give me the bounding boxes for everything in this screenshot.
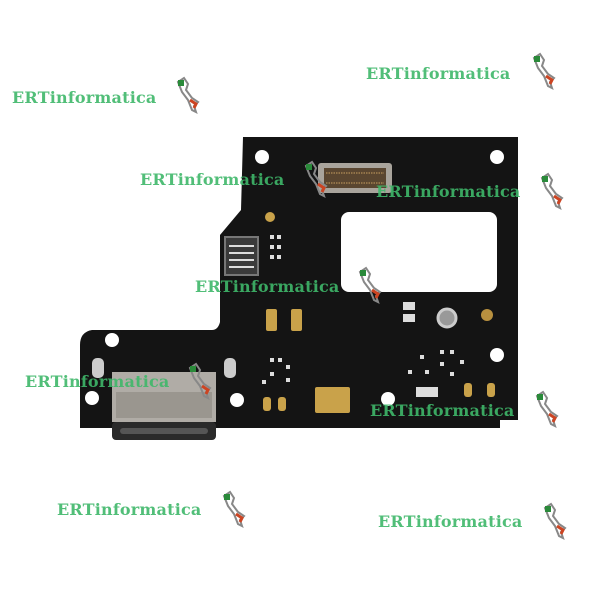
italy-flag-map-icon (543, 502, 567, 540)
watermark-text: ERTinformatica (25, 372, 170, 391)
italy-flag-map-icon (535, 390, 559, 428)
watermark-text: ERTinformatica (140, 170, 285, 189)
pcb-outline (80, 137, 518, 428)
watermark-text: ERTinformatica (12, 88, 157, 107)
microphone (315, 387, 350, 413)
usb-c-port (112, 372, 216, 440)
side-connector (224, 236, 259, 276)
italy-flag-map-icon (540, 172, 564, 210)
fpc-connector (318, 163, 392, 193)
italy-flag-map-icon (304, 160, 328, 198)
watermark-text: ERTinformatica (57, 500, 202, 519)
italy-flag-map-icon (176, 76, 200, 114)
watermark-text: ERTinformatica (195, 277, 340, 296)
italy-flag-map-icon (188, 362, 212, 400)
italy-flag-map-icon (532, 52, 556, 90)
watermark-text: ERTinformatica (376, 182, 521, 201)
watermark-text: ERTinformatica (370, 401, 515, 420)
italy-flag-map-icon (222, 490, 246, 528)
antenna-connector (436, 307, 458, 329)
watermark-text: ERTinformatica (366, 64, 511, 83)
italy-flag-map-icon (358, 266, 382, 304)
watermark-text: ERTinformatica (378, 512, 523, 531)
